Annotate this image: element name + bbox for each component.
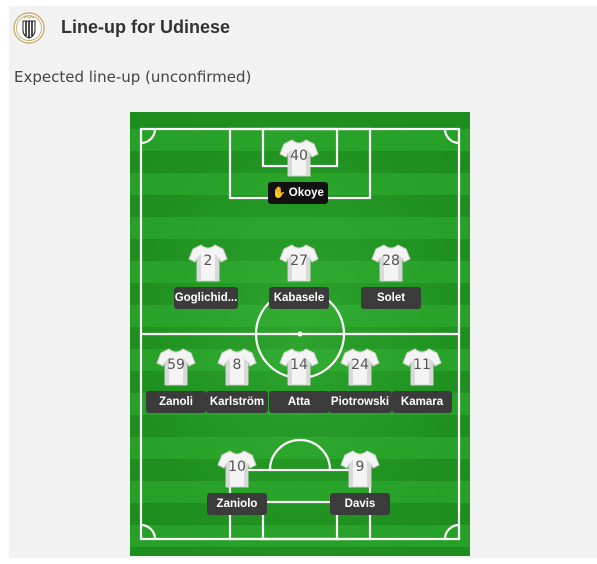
shirt-number: 8: [232, 357, 242, 373]
shirt-number: 59: [167, 357, 185, 373]
player-card[interactable]: 59 Zanoli: [141, 346, 211, 420]
player-name: Kamara: [400, 396, 444, 408]
shirt-icon: 14: [279, 346, 319, 386]
player-name-tag: Goglichid...: [174, 287, 238, 309]
shirt-number: 40: [290, 148, 308, 164]
shirt-icon: 59: [156, 346, 196, 386]
player-name-tag: ✋Okoye: [268, 182, 328, 204]
player-card[interactable]: 24 Piotrowski: [325, 346, 395, 420]
player-name-tag: Atta: [269, 391, 329, 413]
player-name-tag: Kabasele: [269, 287, 329, 309]
player-name: Zanoli: [159, 396, 193, 408]
player-card[interactable]: 11 Kamara: [387, 346, 457, 420]
lineup-subtitle: Expected line-up (unconfirmed): [14, 68, 252, 86]
shirt-icon: 2: [188, 242, 228, 282]
player-name: Atta: [287, 396, 311, 408]
shirt-icon: 11: [402, 346, 442, 386]
player-name: Zaniolo: [216, 498, 258, 510]
lineup-header: Line-up for Udinese: [9, 6, 597, 48]
shirt-icon: 40: [279, 137, 319, 177]
player-name-tag: Solet: [361, 287, 421, 309]
shirt-number: 28: [382, 253, 400, 269]
player-card[interactable]: 27 Kabasele: [264, 242, 334, 316]
player-name: Piotrowski: [330, 396, 390, 408]
goalkeeper-glove-icon: ✋: [272, 187, 286, 199]
player-card[interactable]: 8 Karlström: [202, 346, 272, 420]
player-name-tag: Piotrowski: [328, 391, 392, 413]
shirt-icon: 8: [217, 346, 257, 386]
player-name-tag: Davis: [330, 493, 390, 515]
shirt-icon: 24: [340, 346, 380, 386]
shirt-number: 24: [351, 357, 369, 373]
player-card[interactable]: 9 Davis: [325, 448, 395, 522]
shirt-number: 10: [228, 459, 246, 475]
shirt-icon: 10: [217, 448, 257, 488]
football-pitch: 40 ✋Okoye 2 Goglichid... 27 Kabasele: [130, 112, 470, 556]
shirt-number: 11: [413, 357, 431, 373]
player-name: Goglichid...: [174, 292, 238, 304]
shirt-icon: 9: [340, 448, 380, 488]
player-card[interactable]: 28 Solet: [356, 242, 426, 316]
player-name: Karlström: [209, 396, 265, 408]
player-name: Davis: [344, 498, 376, 510]
player-name-tag: Zaniolo: [207, 493, 267, 515]
player-card[interactable]: 40 ✋Okoye: [264, 137, 334, 211]
shirt-number: 27: [290, 253, 308, 269]
player-name: Okoye: [288, 187, 324, 199]
player-name-tag: Zanoli: [146, 391, 206, 413]
player-name-tag: Kamara: [392, 391, 452, 413]
udinese-crest-icon: [13, 12, 45, 44]
player-card[interactable]: 2 Goglichid...: [173, 242, 243, 316]
shirt-icon: 28: [371, 242, 411, 282]
player-card[interactable]: 10 Zaniolo: [202, 448, 272, 522]
shirt-icon: 27: [279, 242, 319, 282]
player-name: Solet: [376, 292, 406, 304]
player-card[interactable]: 14 Atta: [264, 346, 334, 420]
shirt-number: 2: [203, 253, 213, 269]
player-name-tag: Karlström: [206, 391, 268, 413]
lineup-title: Line-up for Udinese: [61, 17, 231, 37]
player-name: Kabasele: [273, 292, 325, 304]
shirt-number: 14: [290, 357, 308, 373]
lineup-panel: Line-up for Udinese Expected line-up (un…: [9, 6, 597, 558]
shirt-number: 9: [355, 459, 365, 475]
